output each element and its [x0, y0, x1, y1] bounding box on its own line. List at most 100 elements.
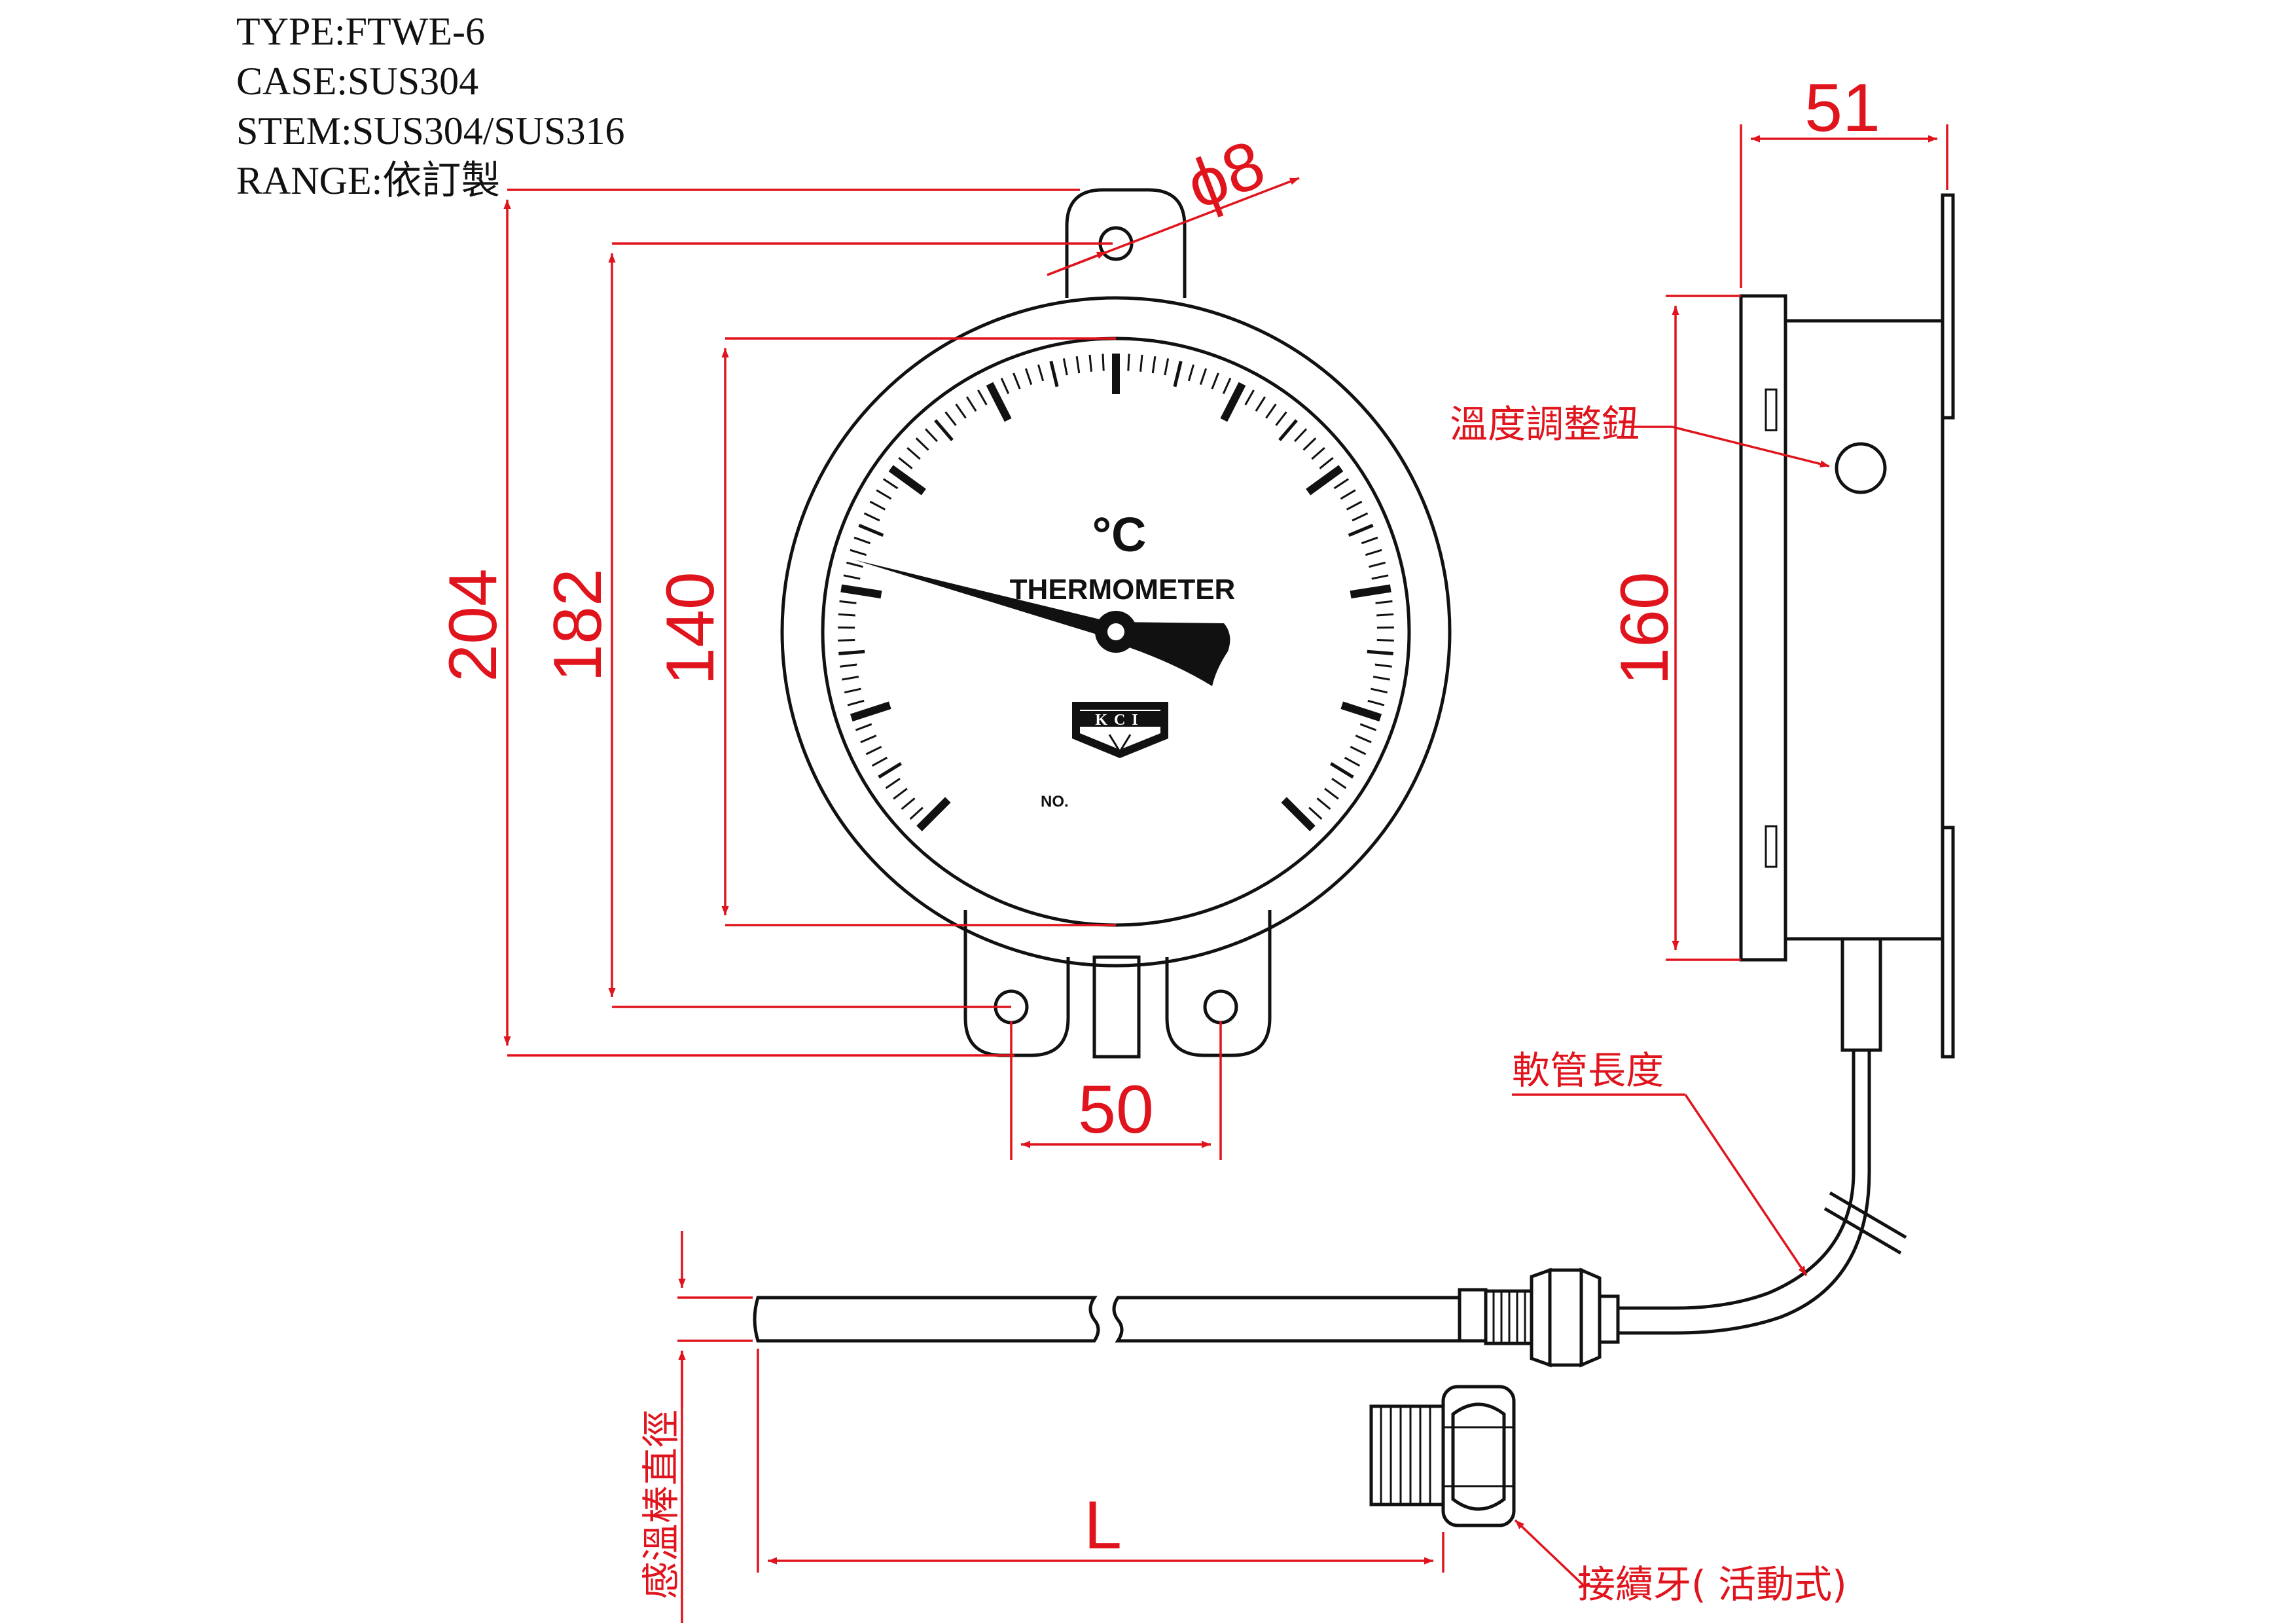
- side-outlet: [1840, 937, 1882, 1052]
- scale-minor-tick: [915, 437, 929, 451]
- scale-minor-tick: [839, 600, 857, 604]
- sensor-stem: [753, 1267, 1620, 1368]
- scale-major-tick: [1340, 701, 1382, 722]
- scale-minor-tick: [909, 807, 924, 820]
- dial-unit: °C: [1092, 507, 1146, 562]
- stem-left-segment: [753, 1296, 1100, 1343]
- scale-minor-tick: [838, 649, 865, 655]
- side-bracket-bottom: [1941, 826, 1955, 1059]
- scale-minor-tick: [882, 478, 899, 490]
- stem-right-segment: [1112, 1296, 1462, 1343]
- scale-minor-tick: [842, 676, 859, 681]
- scale-minor-tick: [1222, 378, 1232, 394]
- scale-minor-tick: [1037, 364, 1045, 382]
- pointer-tail: [1116, 622, 1230, 686]
- adjust-knob-icon: [1835, 442, 1887, 494]
- side-slot-top: [1765, 388, 1778, 431]
- scale-minor-tick: [1324, 788, 1339, 800]
- side-view: [1617, 193, 1955, 1335]
- capillary-outlet: [1092, 955, 1141, 1059]
- scale-minor-tick: [846, 561, 863, 568]
- scale-minor-tick: [898, 457, 913, 469]
- stem-nut-right: [1579, 1267, 1602, 1368]
- scale-minor-tick: [1088, 354, 1092, 372]
- scale-minor-tick: [1311, 447, 1325, 460]
- scale-major-tick: [1281, 797, 1316, 831]
- scale-minor-tick: [850, 549, 867, 556]
- stem-collar: [1458, 1288, 1488, 1343]
- scale-minor-tick: [893, 788, 908, 800]
- scale-minor-tick: [869, 500, 886, 511]
- sensor-dimensions: 感溫棒直徑 L 接續牙( 活動式): [639, 1231, 1847, 1623]
- dial-number-label: NO.: [1041, 793, 1069, 811]
- scale-minor-tick: [1355, 735, 1372, 744]
- scale-major-tick: [986, 382, 1012, 422]
- scale-minor-tick: [1367, 649, 1393, 655]
- scale-minor-tick: [1374, 663, 1392, 668]
- front-view: °C THERMOMETER KCI NO.: [780, 188, 1452, 1059]
- scale-minor-tick: [1319, 457, 1334, 469]
- scale-minor-tick: [944, 411, 957, 426]
- scale-major-tick: [840, 584, 882, 599]
- scale-minor-tick: [1265, 403, 1277, 419]
- scale-minor-tick: [1302, 437, 1317, 451]
- scale-minor-tick: [1371, 687, 1388, 694]
- pointer-needle: [854, 560, 1116, 640]
- scale-minor-tick: [1139, 354, 1143, 372]
- connector-fitting: [1369, 1385, 1516, 1527]
- scale-minor-tick: [1024, 368, 1033, 385]
- stem-nut-left: [1530, 1267, 1552, 1368]
- scale-minor-tick: [865, 746, 882, 756]
- spec-stem: STEM:SUS304/SUS316: [236, 109, 625, 153]
- dim-mount-spacing: 50: [1078, 1072, 1154, 1148]
- capillary-tube-outer: [1617, 1050, 1856, 1310]
- capillary-tube-inner: [1617, 1050, 1871, 1335]
- scale-minor-tick: [1346, 500, 1363, 511]
- scale-minor-tick: [1255, 396, 1266, 412]
- scale-minor-tick: [1275, 411, 1287, 426]
- scale-minor-tick: [1000, 378, 1010, 394]
- scale-minor-tick: [847, 699, 865, 706]
- top-ear: [1065, 188, 1187, 298]
- scale-minor-tick: [955, 403, 967, 419]
- scale-minor-tick: [1211, 373, 1219, 390]
- case-outer-ring: [780, 296, 1452, 968]
- scale-major-tick: [1306, 465, 1344, 496]
- scale-major-tick: [850, 701, 891, 722]
- scale-minor-tick: [1329, 762, 1354, 779]
- stem-nut: [1548, 1268, 1583, 1367]
- dim-overall-height: 204: [435, 568, 511, 682]
- connector-hex-nut: [1441, 1385, 1516, 1527]
- connector-label: 接續牙( 活動式): [1577, 1562, 1847, 1607]
- bottom-left-ear: [963, 910, 1070, 1057]
- scale-minor-tick: [1308, 807, 1323, 820]
- bottom-right-hole: [1203, 989, 1238, 1025]
- dim-case-height: 160: [1607, 572, 1683, 685]
- scale-minor-tick: [844, 687, 861, 694]
- spec-type: TYPE:FTWE-6: [236, 10, 485, 53]
- kci-logo-text: KCI: [1095, 712, 1144, 729]
- adjust-knob-label: 溫度調整鈕: [1450, 402, 1640, 447]
- scale-major-tick: [1220, 382, 1246, 422]
- dim-hole-diameter: ϕ8: [1176, 126, 1274, 224]
- scale-minor-tick: [1344, 756, 1361, 767]
- sensor-diameter-label: 感溫棒直徑: [639, 1410, 683, 1599]
- scale-minor-tick: [1375, 600, 1393, 604]
- scale-minor-tick: [1278, 419, 1298, 441]
- scale-minor-tick: [878, 762, 903, 779]
- scale-minor-tick: [1352, 512, 1369, 522]
- connector-hex-face: [1451, 1402, 1506, 1511]
- scale-major-tick: [888, 465, 926, 496]
- scale-minor-tick: [863, 512, 880, 522]
- scale-minor-tick: [1369, 561, 1386, 568]
- scale-minor-tick: [1187, 364, 1195, 382]
- scale-minor-tick: [838, 613, 855, 617]
- scale-minor-tick: [838, 639, 855, 642]
- dial-scale: [838, 354, 1394, 831]
- scale-minor-tick: [1376, 639, 1394, 642]
- scale-minor-tick: [1371, 574, 1389, 580]
- scale-minor-tick: [1199, 368, 1208, 385]
- scale-minor-tick: [1359, 723, 1377, 731]
- scale-minor-tick: [855, 723, 872, 731]
